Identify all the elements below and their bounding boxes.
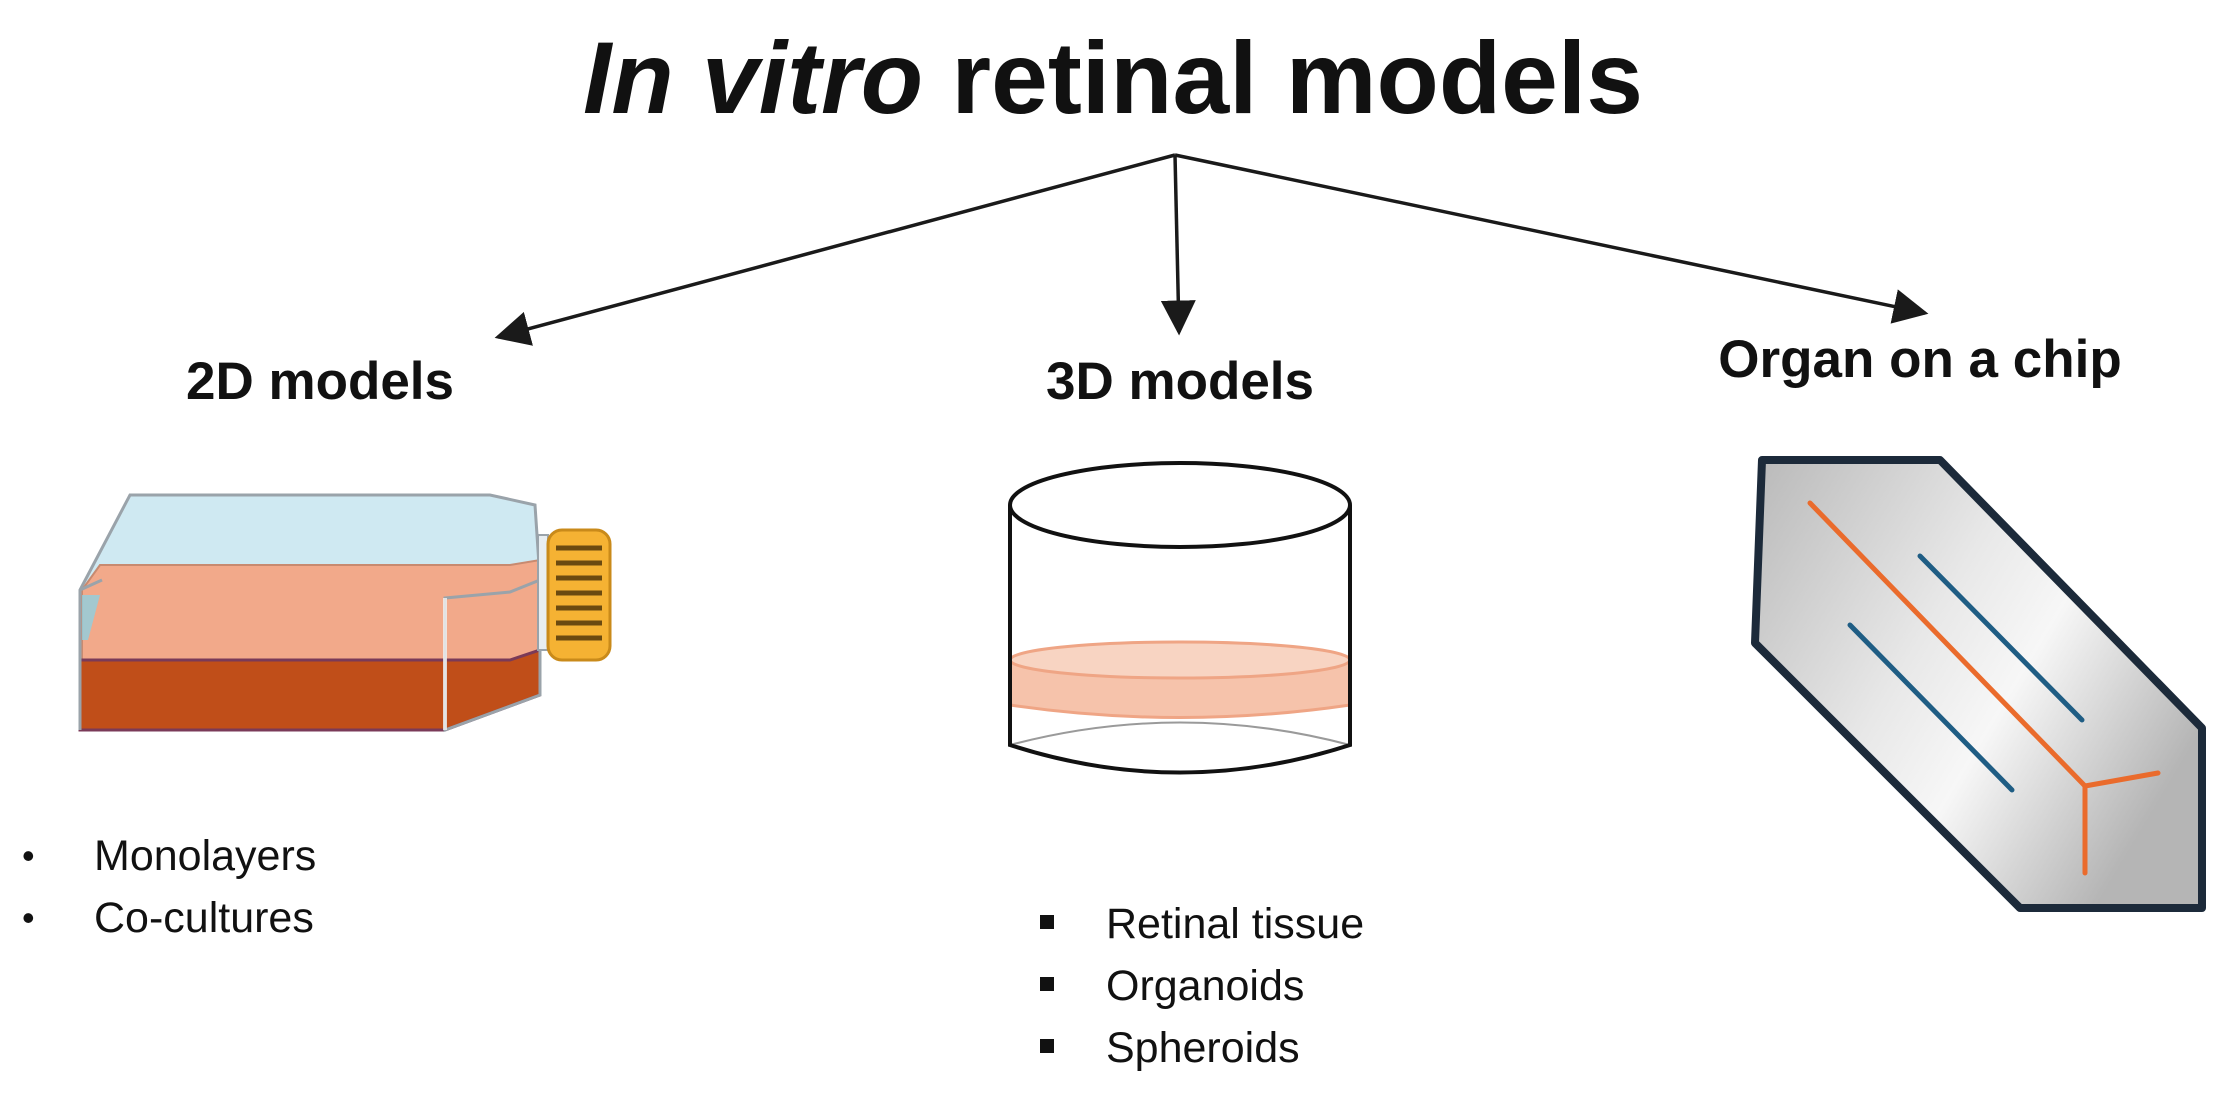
heading-2d-models: 2D models	[185, 352, 455, 411]
list-item-label: Retinal tissue	[1106, 900, 1365, 948]
list-item: Spheroids	[1030, 1017, 1364, 1079]
list-item: Organoids	[1030, 955, 1364, 1017]
list-item-label: Monolayers	[94, 832, 317, 880]
list-3d-models: Retinal tissue Organoids Spheroids	[1030, 893, 1364, 1079]
flask-medium-dark	[78, 647, 542, 732]
bullet-square-icon	[1040, 977, 1054, 991]
list-item-label: Spheroids	[1106, 1024, 1300, 1072]
well-bottom-back	[1009, 721, 1351, 746]
chip-channel-blue-upper	[1917, 553, 2085, 723]
heading-organ-on-a-chip: Organ on a chip	[1718, 330, 2122, 389]
arrow-to-chip	[1174, 153, 1929, 324]
arrow-to-3d	[1160, 154, 1196, 336]
list-item-label: Co-cultures	[94, 894, 314, 942]
chip-channel-orange	[1807, 500, 2161, 876]
flask-medium-light	[81, 558, 541, 661]
list-item: • Co-cultures	[18, 887, 316, 949]
organ-chip-illustration	[1751, 456, 2206, 912]
list-2d-models: • Monolayers • Co-cultures	[18, 825, 316, 949]
heading-3d-models: 3D models	[1045, 352, 1315, 411]
bullet-dot-icon: •	[22, 835, 35, 876]
title-regular-part: retinal models	[951, 21, 1643, 135]
chip-body	[1751, 456, 2206, 912]
flask-left-edge	[78, 578, 103, 730]
bullet-dot-icon: •	[22, 897, 35, 938]
list-item: Retinal tissue	[1030, 893, 1364, 955]
culture-well-illustration	[1008, 461, 1352, 775]
list-item: • Monolayers	[18, 825, 316, 887]
bullet-square-icon	[1040, 915, 1054, 929]
arrow-to-2d	[494, 153, 1176, 346]
culture-flask-illustration	[78, 493, 612, 733]
list-item-label: Organoids	[1106, 962, 1305, 1010]
title-italic-part: In vitro	[583, 21, 924, 135]
well-walls	[1008, 505, 1352, 775]
bullet-square-icon	[1040, 1039, 1054, 1053]
chip-channel-blue-lower	[1847, 622, 2015, 793]
well-top-rim	[1008, 461, 1352, 549]
diagram-title: In vitro retinal models	[0, 18, 2226, 138]
flask-cap	[546, 528, 612, 662]
well-tissue-top	[1008, 640, 1352, 680]
